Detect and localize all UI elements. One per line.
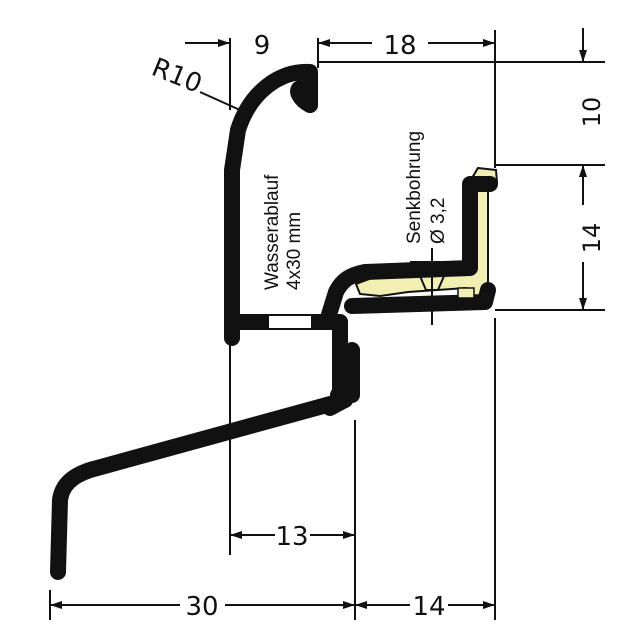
- dim-right-bottom: 14: [578, 223, 606, 254]
- profile-top-lip: [224, 63, 318, 346]
- profile-sill-bottom: [344, 282, 496, 314]
- dim-bottom-left: 30: [185, 592, 218, 622]
- profile-sloping-leg: [50, 392, 353, 580]
- bore-label-line1: Senkbohrung: [404, 131, 425, 244]
- dim-right-top: 10: [578, 97, 606, 128]
- radius-leader: [199, 91, 241, 111]
- aluminium-profile: [50, 63, 498, 580]
- dimension-lines: [50, 28, 587, 609]
- extension-lines: [49, 30, 605, 620]
- radius-label: R10: [147, 53, 206, 100]
- dim-top-left: 9: [254, 31, 271, 61]
- dim-top-right: 18: [383, 31, 416, 61]
- countersunk-bore: [410, 248, 475, 325]
- drain-label-line1: Wasserablauf: [262, 174, 283, 290]
- dim-bottom-right: 14: [412, 592, 445, 622]
- labels: 9 18 10 14 13 30 14 R10 Wasserablauf 4x3…: [147, 31, 606, 622]
- profile-sill-step: [320, 176, 498, 326]
- drain-slot: [267, 314, 313, 330]
- drain-label-line2: 4x30 mm: [284, 212, 305, 290]
- dim-bottom-inner: 13: [275, 522, 308, 552]
- bore-label-line2: Ø 3,2: [428, 198, 449, 244]
